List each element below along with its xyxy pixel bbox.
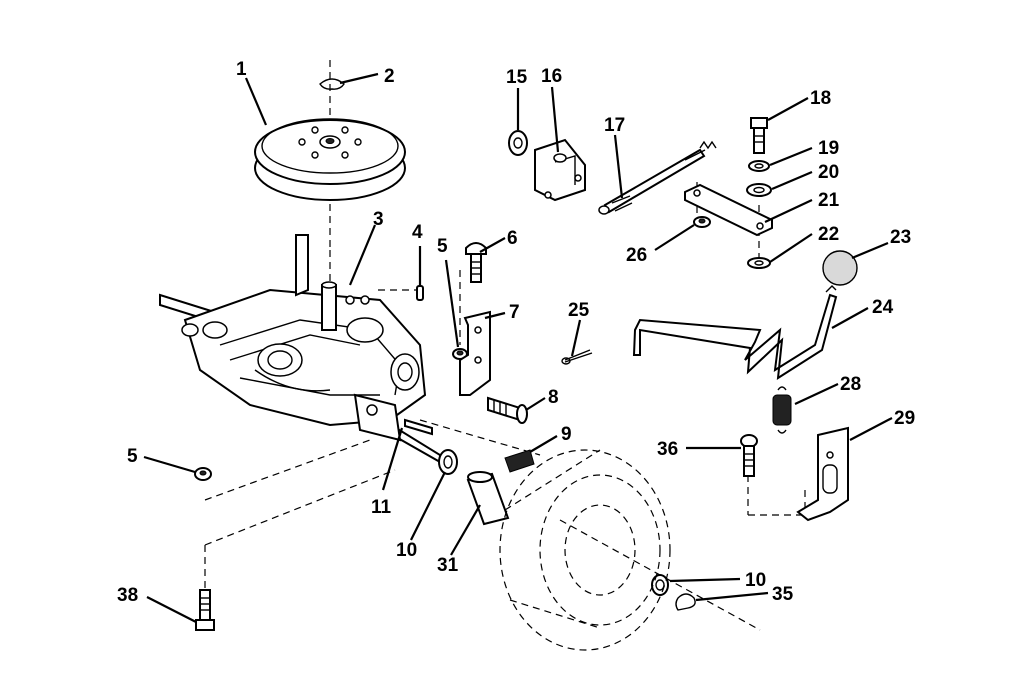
callout-7: 7: [509, 302, 520, 323]
clip-part-2: [319, 78, 345, 90]
shift-lever-part-24: [632, 285, 838, 380]
callout-18: 18: [810, 88, 831, 109]
bolt-part-8: [487, 396, 528, 424]
callout-21: 21: [818, 190, 840, 211]
bracket-part-16: [534, 138, 586, 202]
callout-8: 8: [548, 387, 559, 408]
callout-25: 25: [568, 300, 590, 321]
screw-part-36: [740, 434, 758, 477]
callout-19: 19: [818, 138, 839, 159]
callout-5-upper: 5: [437, 236, 448, 257]
cotter-pin-part-25: [561, 349, 593, 365]
callout-22: 22: [818, 224, 839, 245]
clip-part-35: [675, 593, 696, 611]
callout-labels: 1 2 3 4 5 6 7 8 9 5 11 10 31 38 15 16 17…: [117, 59, 915, 606]
washer-part-15: [508, 130, 528, 156]
callout-35: 35: [772, 584, 794, 605]
key-part-4: [416, 285, 424, 301]
washer-part-20: [746, 183, 772, 197]
callout-31: 31: [437, 555, 459, 576]
callout-10-right: 10: [745, 570, 766, 591]
leader-lines: [143, 72, 893, 623]
callout-26: 26: [626, 245, 647, 266]
transaxle-part: [159, 234, 441, 464]
callout-16: 16: [541, 66, 562, 87]
callout-11: 11: [371, 497, 392, 518]
callout-5-lower: 5: [127, 446, 138, 467]
washer-part-19: [748, 160, 770, 172]
knob-part-23: [822, 250, 858, 286]
callout-24: 24: [872, 297, 894, 318]
callout-36: 36: [657, 439, 678, 460]
wheel-tire-outline: [499, 449, 671, 651]
bolt-part-6: [465, 242, 487, 283]
bolt-part-18: [750, 117, 768, 154]
key-part-11: [404, 418, 433, 436]
callout-20: 20: [818, 162, 839, 183]
link-rod-part-17: [598, 140, 717, 215]
bolt-part-38: [195, 589, 215, 631]
washer-part-10-b: [651, 574, 669, 596]
washer-part-10-a: [438, 449, 458, 475]
bracket-part-7: [459, 310, 491, 396]
callout-4: 4: [412, 222, 423, 243]
nut-part-26: [693, 216, 711, 228]
spring-part-9: [504, 449, 535, 473]
nut-part-5-lower: [194, 467, 212, 481]
callout-3: 3: [373, 209, 384, 230]
washer-part-22: [747, 257, 771, 269]
callout-28: 28: [840, 374, 861, 395]
callout-29: 29: [894, 408, 915, 429]
arm-plate-part-21: [684, 183, 773, 237]
callout-6: 6: [507, 228, 518, 249]
pulley-part: [254, 118, 406, 201]
callout-15: 15: [506, 67, 528, 88]
callout-1: 1: [236, 59, 247, 80]
callout-38: 38: [117, 585, 138, 606]
callout-23: 23: [890, 227, 911, 248]
bracket-part-29: [796, 426, 849, 522]
callout-2: 2: [384, 66, 395, 87]
spring-part-28: [772, 386, 792, 434]
callout-17: 17: [604, 115, 625, 136]
callout-9: 9: [561, 424, 572, 445]
callout-10-left: 10: [396, 540, 417, 561]
